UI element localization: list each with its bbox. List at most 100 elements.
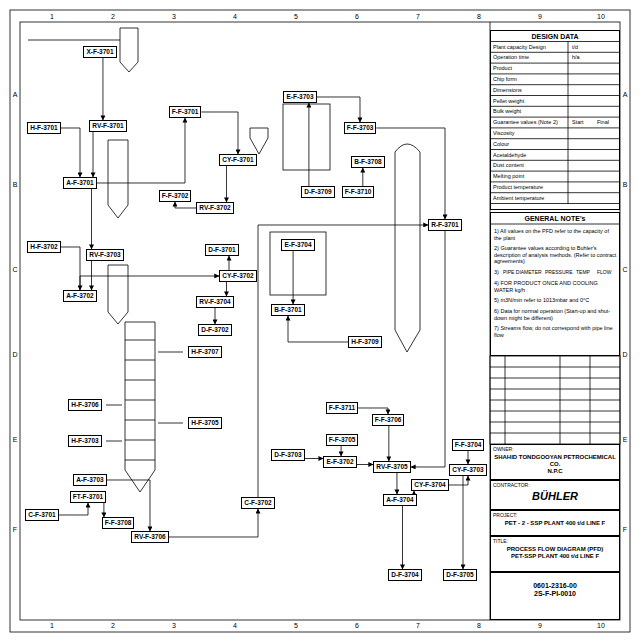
equipment-tag: D-F-3705 <box>443 569 476 580</box>
equipment-tag: C-F-3701 <box>25 509 58 520</box>
node-text: X-F-3701 <box>86 48 113 55</box>
node-text: CY-F-3704 <box>414 481 445 488</box>
node-text: BÜHLER <box>494 490 616 503</box>
node-text: RV-F-3702 <box>199 204 230 211</box>
grid-reference: 10 <box>597 13 605 21</box>
equipment-tag: D-F-3703 <box>271 449 304 460</box>
process-line <box>396 473 397 495</box>
process-line <box>61 247 80 290</box>
node-text: H-F-3707 <box>191 348 218 355</box>
equipment-tag: A-F-3703 <box>73 474 106 485</box>
node-text: PET - 2 - SSP PLANT 400 t/d LINE F <box>494 520 616 527</box>
equipment-tag: RV-F-3704 <box>196 296 233 307</box>
node-text: F-F-3702 <box>162 192 189 199</box>
grid-reference: 2 <box>111 622 115 630</box>
process-line <box>308 103 309 187</box>
process-line <box>463 476 464 570</box>
equipment-tag: D-F-3702 <box>198 324 231 335</box>
equipment-tag: E-F-3703 <box>283 91 316 102</box>
equipment-tag: F-F-3711 <box>326 402 358 413</box>
node-text: A-F-3702 <box>66 292 93 299</box>
note-text: 1) All values on the PFD refer to the ca… <box>494 228 618 241</box>
equipment-tag: CY-F-3704 <box>411 479 448 490</box>
process-line <box>388 426 389 462</box>
grid-reference: 5 <box>294 622 298 630</box>
grid-reference: E <box>13 436 18 444</box>
node-text: A-F-3704 <box>386 496 413 503</box>
process-line <box>61 128 80 177</box>
grid-reference: 9 <box>538 622 542 630</box>
process-line <box>288 316 348 342</box>
grid-reference: 3 <box>172 13 176 21</box>
title-block-cell: PROCESS FLOW DIAGRAM (PFD)PET-SSP PLANT … <box>490 536 620 572</box>
table-cell: Colour <box>493 141 509 148</box>
node-text: H-F-3701 <box>30 124 57 131</box>
node-text: CY-F-3702 <box>222 272 253 279</box>
grid-reference: 8 <box>477 13 481 21</box>
node-text: F-F-3705 <box>329 436 356 443</box>
note-text: TEMP <box>576 269 590 275</box>
process-line <box>201 112 238 154</box>
preheater-column <box>125 322 155 492</box>
grid-reference: C <box>12 266 17 274</box>
node-text: F-F-3701 <box>172 108 199 115</box>
equipment-tag: D-F-3709 <box>301 186 334 197</box>
table-cell: Dimensions <box>493 87 522 94</box>
node-text: H-F-3705 <box>191 419 218 426</box>
note-text: 4) FOR PRODUCT ONCE AND COOLING WATER kg… <box>494 280 618 293</box>
node-text: RV-F-3701 <box>92 122 123 129</box>
node-text: F-F-3710 <box>345 188 372 195</box>
equipment-tag: C-F-3702 <box>241 497 274 508</box>
unit-outline <box>270 232 326 295</box>
equipment-tag: F-F-3708 <box>102 517 135 528</box>
equipment-tag: F-F-3704 <box>452 439 485 450</box>
silo-symbol <box>120 28 138 72</box>
process-line <box>102 58 103 121</box>
node-text: D-F-3703 <box>274 451 301 458</box>
node-text: H-F-3709 <box>351 338 378 345</box>
equipment-tag: E-F-3704 <box>281 239 314 250</box>
crystallizer-symbol <box>108 140 128 218</box>
grid-reference: 8 <box>477 622 481 630</box>
grid-reference: F <box>13 526 17 534</box>
grid-reference: 1 <box>50 13 54 21</box>
equipment-tag: F-F-3702 <box>159 190 192 201</box>
table-cell: Chip form <box>493 76 517 83</box>
equipment-tag: RV-F-3706 <box>131 531 168 542</box>
equipment-tag: A-F-3701 <box>63 177 96 188</box>
node-text: RV-F-3704 <box>199 298 230 305</box>
node-text: E-F-3702 <box>326 458 353 465</box>
grid-reference: 1 <box>50 622 54 630</box>
grid-reference: F <box>623 526 627 534</box>
node-text: F-F-3706 <box>375 416 402 423</box>
node-text: B-F-3708 <box>354 158 381 165</box>
process-line <box>229 256 230 271</box>
process-line <box>467 451 468 465</box>
field-label: CONTRACTOR: <box>493 482 530 488</box>
process-line <box>91 189 92 250</box>
field-label: TITLE: <box>493 538 508 544</box>
node-text: A-F-3701 <box>66 179 93 186</box>
grid-reference: B <box>623 181 628 189</box>
node-text: F-F-3704 <box>455 441 482 448</box>
grid-reference: 4 <box>233 622 237 630</box>
table-cell: Melting point <box>493 173 524 180</box>
heater-pipes <box>106 352 183 441</box>
process-line <box>341 446 342 457</box>
table-cell: Final <box>597 119 609 126</box>
note-text: PRESSURE <box>545 269 573 275</box>
table-cell: Product <box>493 65 512 72</box>
grid-reference: B <box>13 181 18 189</box>
field-label: PROJECT: <box>493 512 517 518</box>
equipment-tag: RV-F-3705 <box>373 461 410 472</box>
equipment-tag: H-F-3706 <box>68 399 101 410</box>
equipment-tag: A-F-3702 <box>63 290 96 301</box>
note-text: 6) Data for normal operation (Start-up a… <box>494 308 618 321</box>
title-block-cell: 0601-2316-002S-F-PI-0010 <box>490 572 620 620</box>
equipment-tag: F-F-3701 <box>169 106 202 117</box>
node-text: CY-F-3703 <box>452 466 483 473</box>
table-cell: Operation time <box>493 54 529 61</box>
equipment-tag: H-F-3709 <box>348 336 381 347</box>
node-text: R-F-3701 <box>431 221 458 228</box>
node-text: PET-SSP PLANT 400 t/d LINE F <box>494 553 616 560</box>
